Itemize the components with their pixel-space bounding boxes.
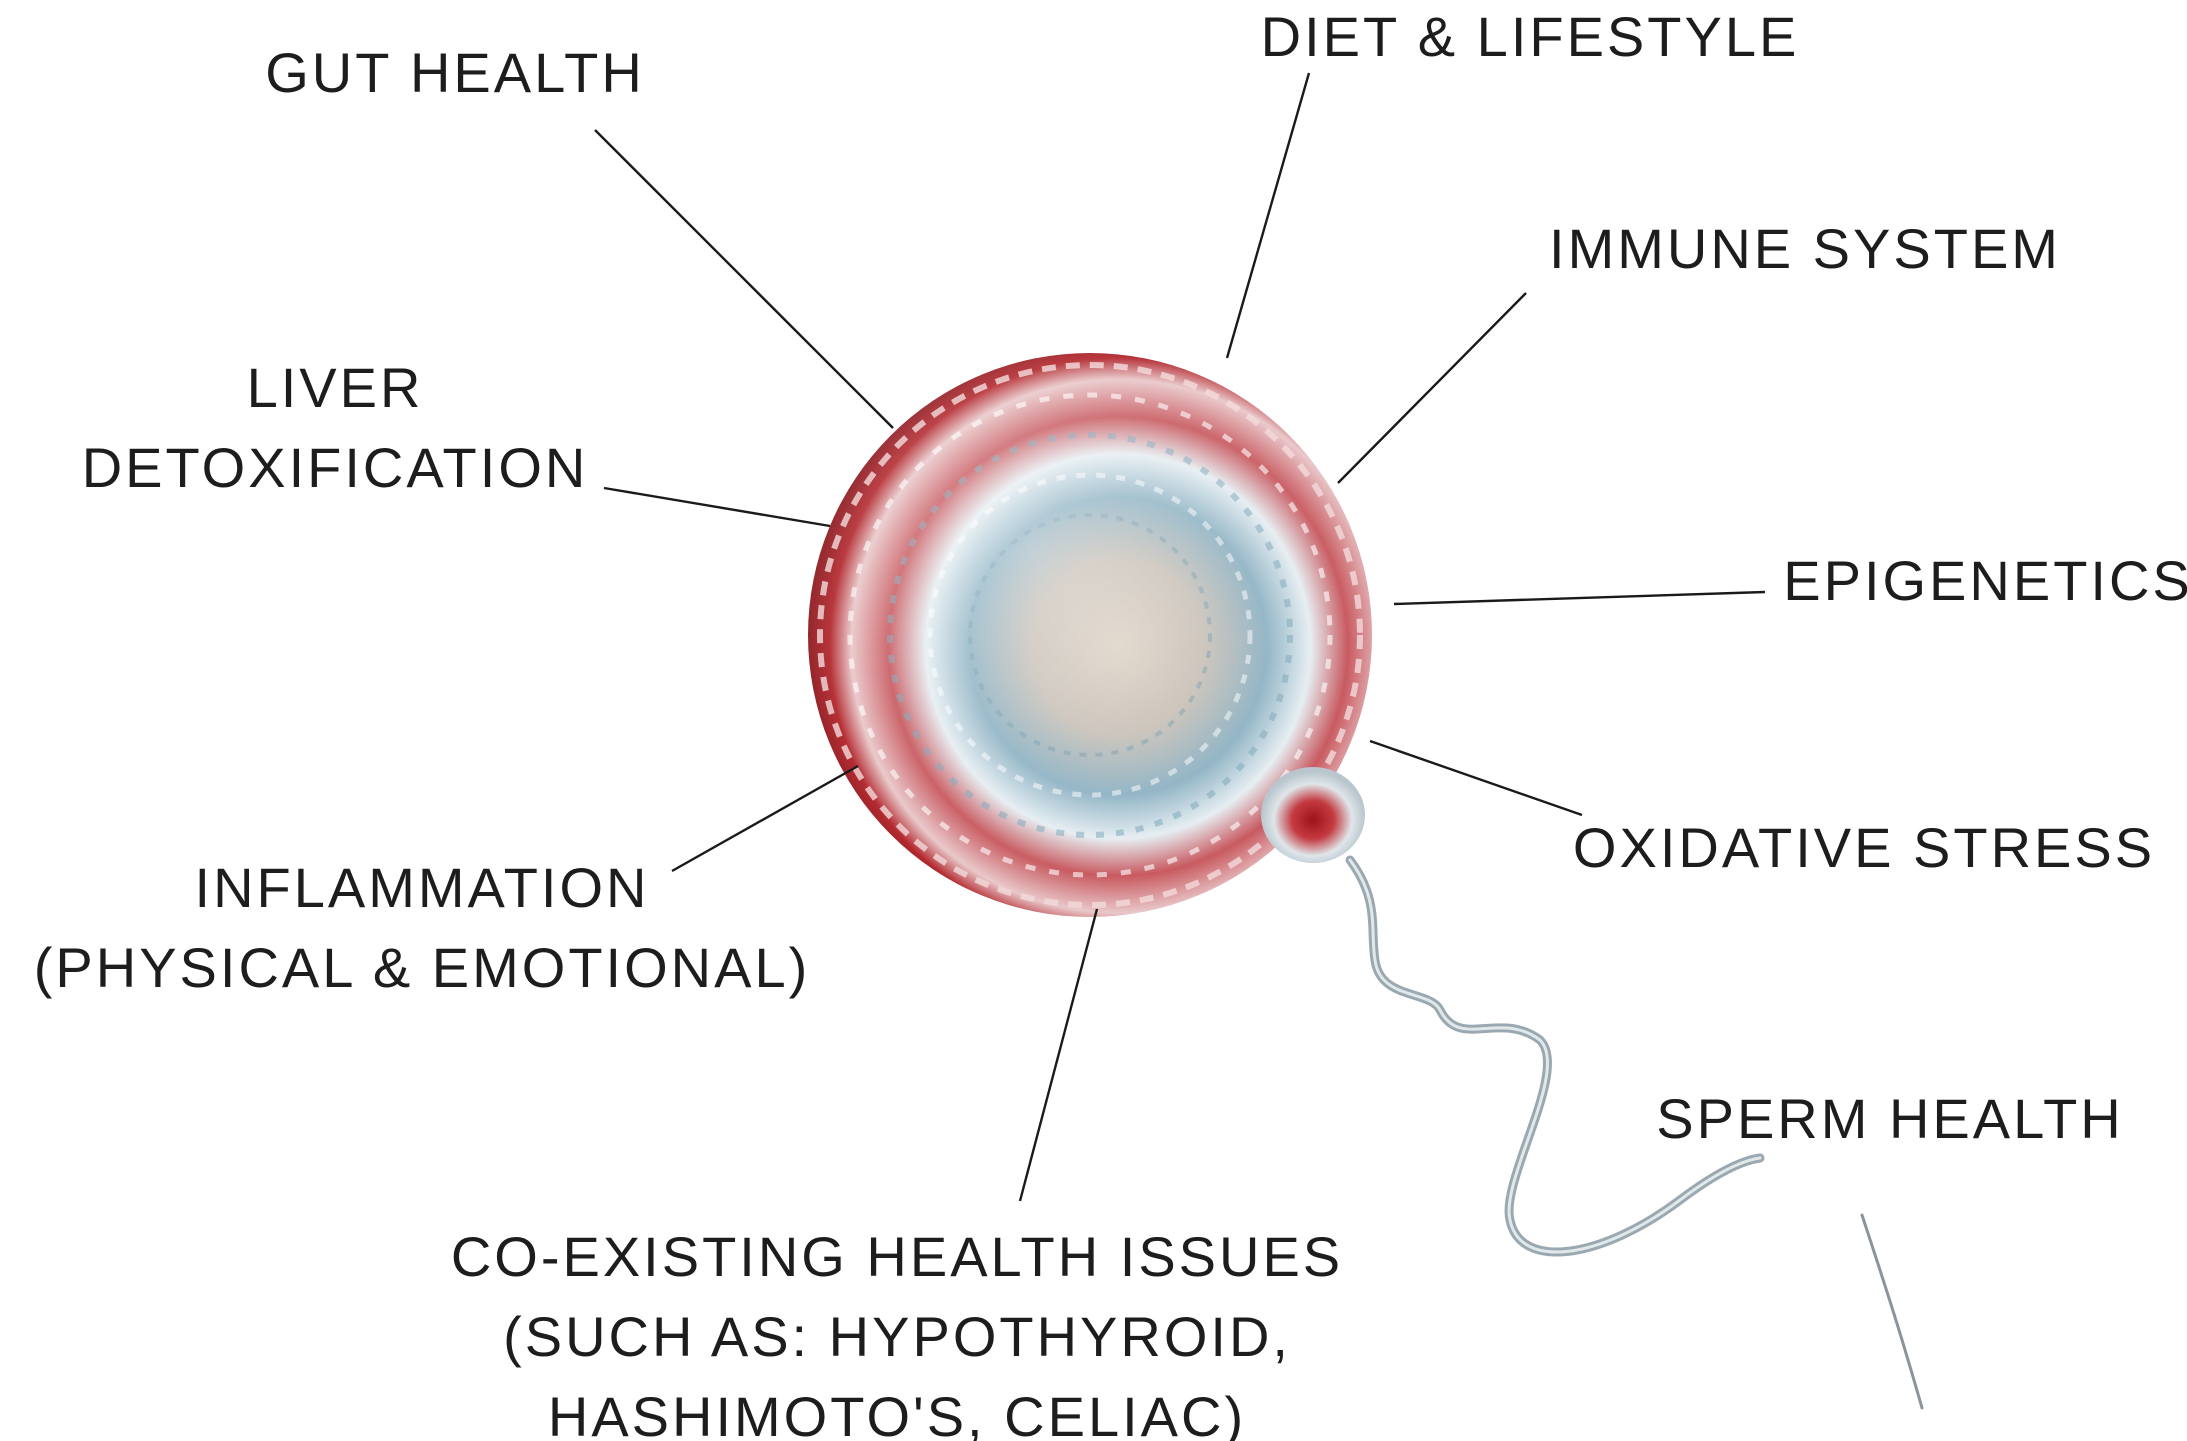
- label-immune-system: IMMUNE SYSTEM: [1549, 217, 2061, 280]
- label-liver-line2: DETOXIFICATION: [82, 436, 589, 499]
- label-oxidative-stress: OXIDATIVE STRESS: [1573, 816, 2155, 879]
- label-sperm-health: SPERM HEALTH: [1656, 1087, 2123, 1150]
- label-diet-lifestyle: DIET & LIFESTYLE: [1261, 5, 1800, 68]
- label-coexisting-line1: CO-EXISTING HEALTH ISSUES: [451, 1225, 1343, 1288]
- label-liver-line1: LIVER: [247, 356, 424, 419]
- sperm-head: [1261, 767, 1365, 863]
- label-gut-health: GUT HEALTH: [265, 41, 645, 104]
- leader-oxidative-stress: [1370, 741, 1582, 815]
- label-inflammation-line2: (PHYSICAL & EMOTIONAL): [34, 936, 811, 999]
- leader-immune-system: [1338, 293, 1526, 483]
- leader-liver: [604, 488, 830, 526]
- leader-diet-lifestyle: [1227, 73, 1309, 358]
- leader-inflammation: [672, 766, 858, 871]
- leader-coexisting: [1020, 909, 1097, 1201]
- label-coexisting-line3: HASHIMOTO'S, CELIAC): [548, 1385, 1246, 1441]
- sperm-tail-end: [1862, 1215, 1922, 1408]
- label-inflammation-line1: INFLAMMATION: [195, 856, 650, 919]
- label-coexisting-line2: (SUCH AS: HYPOTHYROID,: [503, 1305, 1291, 1368]
- leader-epigenetics: [1394, 592, 1765, 604]
- sperm-tail: [1350, 860, 1760, 1252]
- leader-gut-health: [595, 130, 893, 428]
- label-epigenetics: EPIGENETICS: [1783, 549, 2187, 612]
